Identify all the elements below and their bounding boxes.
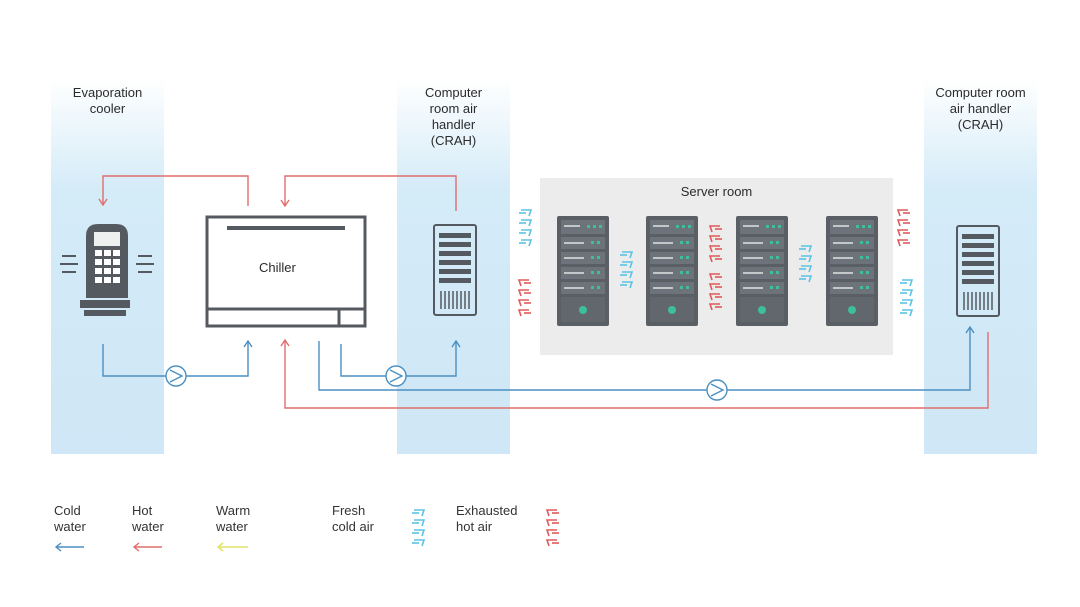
cold-water-pipe [102,325,975,391]
legend-fresh-cold-air-icon [412,510,424,546]
legend-cold-water-arrow [54,542,84,552]
legend-warm-water-arrow [216,542,248,552]
evaporation-cooler-label: Evaporation cooler [72,85,143,116]
server-rack-icon [736,216,788,326]
server-room-label: Server room [680,184,753,199]
pump-icon [165,365,187,387]
chiller-label: Chiller [259,260,296,275]
chiller-unit-icon [205,215,367,328]
pump-icon [706,379,728,401]
crah-left-zone [397,78,510,454]
crah-left-label: Computer room air handler (CRAH) [424,85,483,148]
hot-water-pipe-top [98,175,457,211]
crah-unit-icon [956,225,1000,317]
legend-exhausted-hot-air-icon [547,510,559,546]
pump-icon [385,365,407,387]
server-rack-icon [557,216,609,326]
hot-water-return-pipe [280,332,989,409]
server-rack-icon [646,216,698,326]
crah-unit-icon [433,224,477,316]
evaporation-cooler-icon [60,224,154,316]
legend-hot-water-arrow [132,542,162,552]
server-rack-icon [826,216,878,326]
crah-right-label: Computer room air handler (CRAH) [935,85,1026,132]
